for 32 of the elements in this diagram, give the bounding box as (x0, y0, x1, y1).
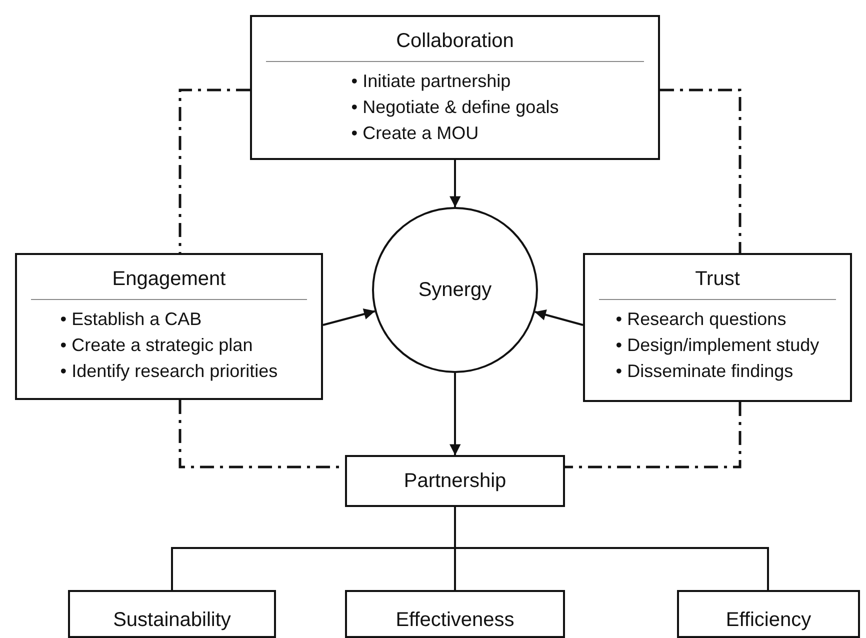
box-heading: Trust (694, 267, 741, 291)
bullet-item: • Create a MOU (351, 122, 480, 145)
bullet-item: • Disseminate findings (616, 360, 794, 383)
bullet-item: • Create a strategic plan (60, 334, 254, 357)
outcome-box (345, 590, 565, 638)
arrow (534, 309, 584, 326)
dash-dot-connector (660, 88, 742, 253)
arrow (450, 373, 461, 456)
node-label: Efficiency (726, 608, 812, 632)
box-heading: Collaboration (395, 29, 515, 53)
outcome-box (68, 590, 276, 638)
dash-dot-connector (178, 88, 250, 253)
bullet-item: • Initiate partnership (351, 70, 512, 93)
outcome-box (677, 590, 860, 638)
process-box (583, 253, 852, 402)
bullet-item: • Design/implement study (616, 334, 820, 357)
node-label: Effectiveness (396, 608, 514, 632)
node-label: Synergy (418, 278, 492, 302)
node-label: Partnership (404, 470, 506, 492)
bullet-item: • Research questions (616, 308, 788, 331)
process-box (250, 15, 660, 160)
bullet-item: • Identify research priorities (60, 360, 278, 383)
arrow (322, 308, 376, 326)
connector-line (454, 507, 769, 590)
process-box (15, 253, 323, 400)
arrow (450, 160, 461, 208)
bullet-item: • Negotiate & define goals (351, 96, 559, 119)
box-heading: Engagement (111, 267, 227, 291)
outcome-box (345, 455, 565, 507)
node-label: Sustainability (113, 608, 231, 632)
dash-dot-connector (565, 402, 742, 468)
bullet-item: • Establish a CAB (60, 308, 203, 331)
